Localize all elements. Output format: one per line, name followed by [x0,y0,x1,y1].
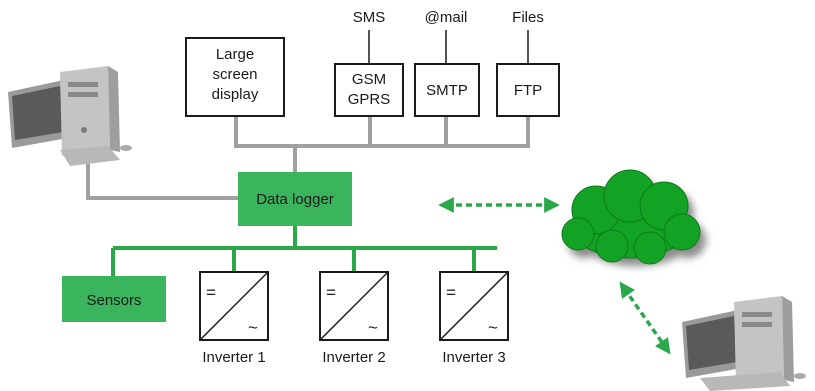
inverter-1-diagonal [199,271,269,341]
smtp-box [414,63,480,117]
inverter-3-ac-symbol: ~ [488,318,498,337]
mail-label: @mail [425,9,468,26]
inverter-2: = ~ Inverter 2 [319,271,389,366]
display-label-2: screen [212,66,257,83]
desktop-computer-icon [8,66,132,166]
ftp-label: FTP [514,82,542,99]
bidirectional-arrow-icon [619,281,671,355]
inverter-1-label: Inverter 1 [202,349,265,366]
data-logger-label: Data logger [256,191,334,208]
inverter-2-dc-symbol: = [326,283,336,302]
desktop-computer-icon [682,296,806,391]
gsm-label: GSM [352,71,386,88]
data-logger-box [238,172,352,226]
inverter-3-diagonal [439,271,509,341]
inverter-2-ac-symbol: ~ [368,318,378,337]
inverter-3-dc-symbol: = [446,283,456,302]
pc-link [86,162,238,200]
sensors-label: Sensors [86,292,141,309]
inverter-2-label: Inverter 2 [322,349,385,366]
sms-label: SMS [353,9,386,26]
sensors-box [62,276,166,322]
display-label-1: Large [216,46,254,63]
files-label: Files [512,9,544,26]
inverter-1: = ~ Inverter 1 [199,271,269,366]
large-screen-display-box [185,37,285,117]
inverter-3-label: Inverter 3 [442,349,505,366]
display-label-3: display [212,86,259,103]
inverter-1-ac-symbol: ~ [248,318,258,337]
inverter-1-dc-symbol: = [206,283,216,302]
ftp-box [496,63,560,117]
inverter-3: = ~ Inverter 3 [439,271,509,366]
cloud-icon [561,169,706,266]
inverter-2-diagonal [319,271,389,341]
gprs-label: GPRS [348,91,391,108]
smtp-label: SMTP [426,82,468,99]
gsm-gprs-box [334,63,404,117]
